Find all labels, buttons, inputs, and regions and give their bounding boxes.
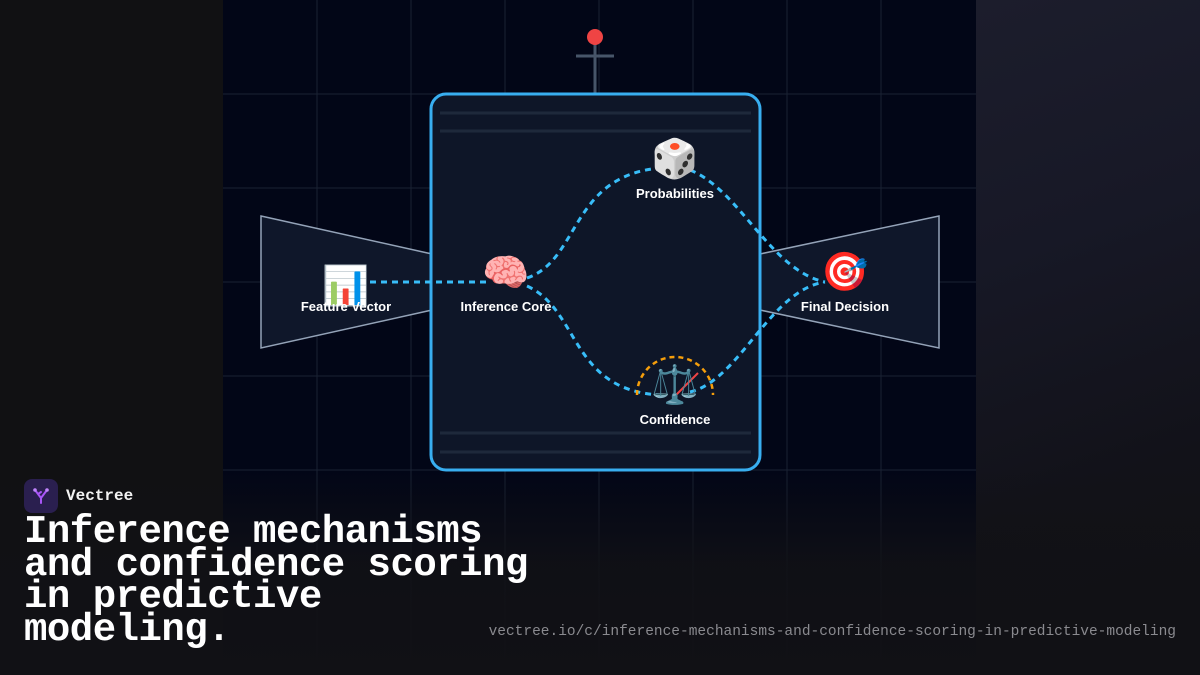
- confidence-gauge-arc: [635, 355, 715, 396]
- bar-chart-icon: 📊: [322, 264, 369, 308]
- node-confidence: ⚖️ Confidence: [640, 363, 711, 428]
- node-label: Probabilities: [636, 186, 714, 201]
- node-label: Confidence: [640, 412, 711, 427]
- node-label: Final Decision: [801, 299, 889, 314]
- node-label: Inference Core: [460, 299, 551, 314]
- frame-rails: [440, 111, 751, 454]
- brain-icon: 🧠: [482, 251, 529, 295]
- connectors: [370, 166, 826, 397]
- node-final-decision: 🎯 Final Decision: [801, 250, 889, 315]
- connector-confidence-to-decision: [689, 280, 826, 394]
- node-probabilities: 🎲 Probabilities: [636, 137, 714, 202]
- connector-core-to-confidence: [526, 284, 661, 397]
- confidence-gauge-needle: [675, 372, 699, 396]
- node-label: Feature Vector: [301, 299, 391, 314]
- dice-icon: 🎲: [651, 137, 698, 181]
- branching-tree-icon: [24, 479, 58, 513]
- connector-probabilities-to-decision: [689, 168, 826, 284]
- brand: Vectree: [24, 479, 133, 513]
- antenna: [576, 29, 614, 94]
- page-title: Inference mechanisms and confidence scor…: [24, 510, 528, 652]
- target-icon: 🎯: [821, 250, 868, 294]
- brand-name: Vectree: [66, 487, 134, 505]
- antenna-tip: [587, 29, 603, 45]
- node-inference-core: 🧠 Inference Core: [460, 251, 551, 315]
- node-feature-vector: 📊 Feature Vector: [301, 264, 391, 315]
- page-url: vectree.io/c/inference-mechanisms-and-co…: [488, 624, 1176, 640]
- balance-scale-icon: ⚖️: [651, 363, 698, 407]
- connector-core-to-probabilities: [526, 166, 661, 280]
